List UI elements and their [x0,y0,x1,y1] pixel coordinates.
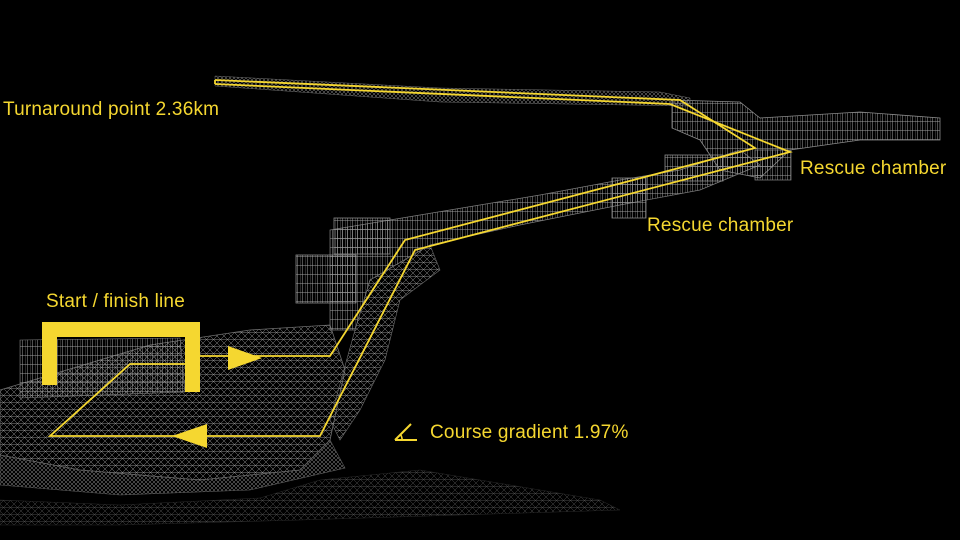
turnaround-label: Turnaround point 2.36km [3,99,220,120]
route-outbound [192,79,758,357]
rescue-chamber-label: Rescue chamber [647,215,794,236]
start-finish-label: Start / finish line [46,291,185,312]
course-gradient-label: Course gradient 1.97% [430,422,629,443]
start-finish-gate-icon [42,322,200,392]
direction-arrow-icon-return [172,424,207,448]
tunnel-wireframe [0,75,941,526]
rescue-chamber-label: Rescue chamber [800,158,947,179]
angle-icon [394,423,417,441]
route-return [47,83,793,437]
course-route [47,79,793,437]
direction-arrow-icon-outbound [228,346,262,370]
